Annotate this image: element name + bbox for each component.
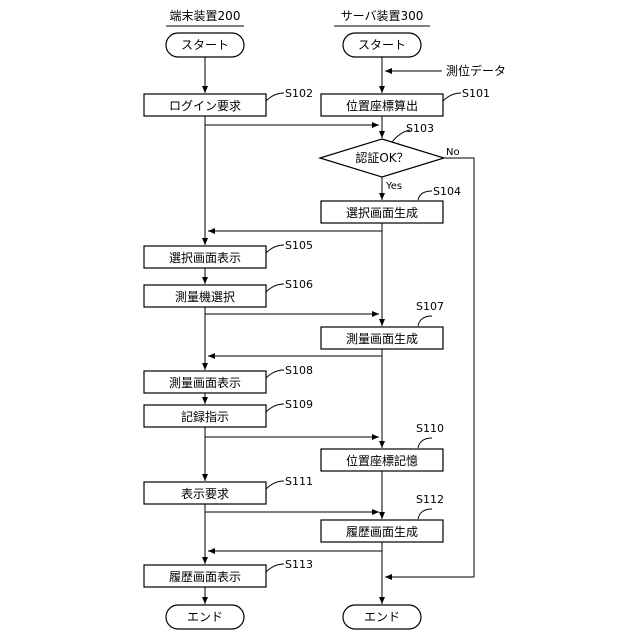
step-s106: 測量機選択 S106	[144, 278, 313, 307]
s107-label: 測量画面生成	[346, 332, 418, 346]
s111-label: 表示要求	[181, 487, 229, 501]
terminal-start-label: スタート	[181, 38, 229, 52]
s106-label: 測量機選択	[175, 289, 235, 304]
s103-yes-label: Yes	[385, 181, 402, 192]
step-s109: 記録指示 S109	[144, 398, 313, 427]
s113-label: 履歴画面表示	[169, 570, 241, 584]
terminal-lane-header: 端末装置200	[166, 9, 244, 26]
step-s108: 測量画面表示 S108	[144, 364, 313, 393]
s105-label: 選択画面表示	[169, 251, 241, 265]
server-lane-title: サーバ装置300	[341, 9, 424, 23]
s112-label: 履歴画面生成	[346, 525, 418, 539]
s109-step-label: S109	[285, 398, 313, 411]
step-s113: 履歴画面表示 S113	[144, 558, 313, 587]
s101-step-label: S101	[462, 87, 490, 100]
server-lane-header: サーバ装置300	[334, 9, 430, 26]
terminal-start: スタート	[166, 33, 244, 57]
s110-step-label: S110	[416, 422, 444, 435]
server-end-label: エンド	[364, 610, 400, 624]
s108-step-label: S108	[285, 364, 313, 377]
s111-step-label: S111	[285, 475, 313, 488]
s104-step-label: S104	[433, 185, 461, 198]
s103-no-label: No	[446, 147, 460, 158]
terminal-end: エンド	[166, 605, 244, 629]
s113-step-label: S113	[285, 558, 313, 571]
s104-label: 選択画面生成	[346, 206, 418, 220]
s102-label: ログイン要求	[169, 99, 241, 113]
s106-step-label: S106	[285, 278, 313, 291]
s101-label: 位置座標算出	[346, 98, 418, 113]
server-start: スタート	[343, 33, 421, 57]
s102-step-label: S102	[285, 87, 313, 100]
s112-step-label: S112	[416, 493, 444, 506]
s110-label: 位置座標記憶	[346, 453, 418, 468]
step-s101: 位置座標算出 S101	[321, 87, 490, 116]
s107-step-label: S107	[416, 300, 444, 313]
step-s111: 表示要求 S111	[144, 475, 313, 504]
s109-label: 記録指示	[181, 409, 229, 424]
decision-s103: 認証OK？ S103 No Yes	[320, 122, 460, 192]
s103-label: 認証OK？	[355, 150, 408, 165]
positioning-data-label: 測位データ	[446, 63, 506, 78]
terminal-lane-title: 端末装置200	[170, 9, 241, 23]
terminal-end-label: エンド	[187, 610, 223, 624]
s105-step-label: S105	[285, 239, 313, 252]
server-end: エンド	[343, 605, 421, 629]
s108-label: 測量画面表示	[169, 376, 241, 390]
server-start-label: スタート	[358, 38, 406, 52]
step-s105: 選択画面表示 S105	[144, 239, 313, 268]
step-s102: ログイン要求 S102	[144, 87, 313, 116]
s103-step-label: S103	[406, 122, 434, 135]
